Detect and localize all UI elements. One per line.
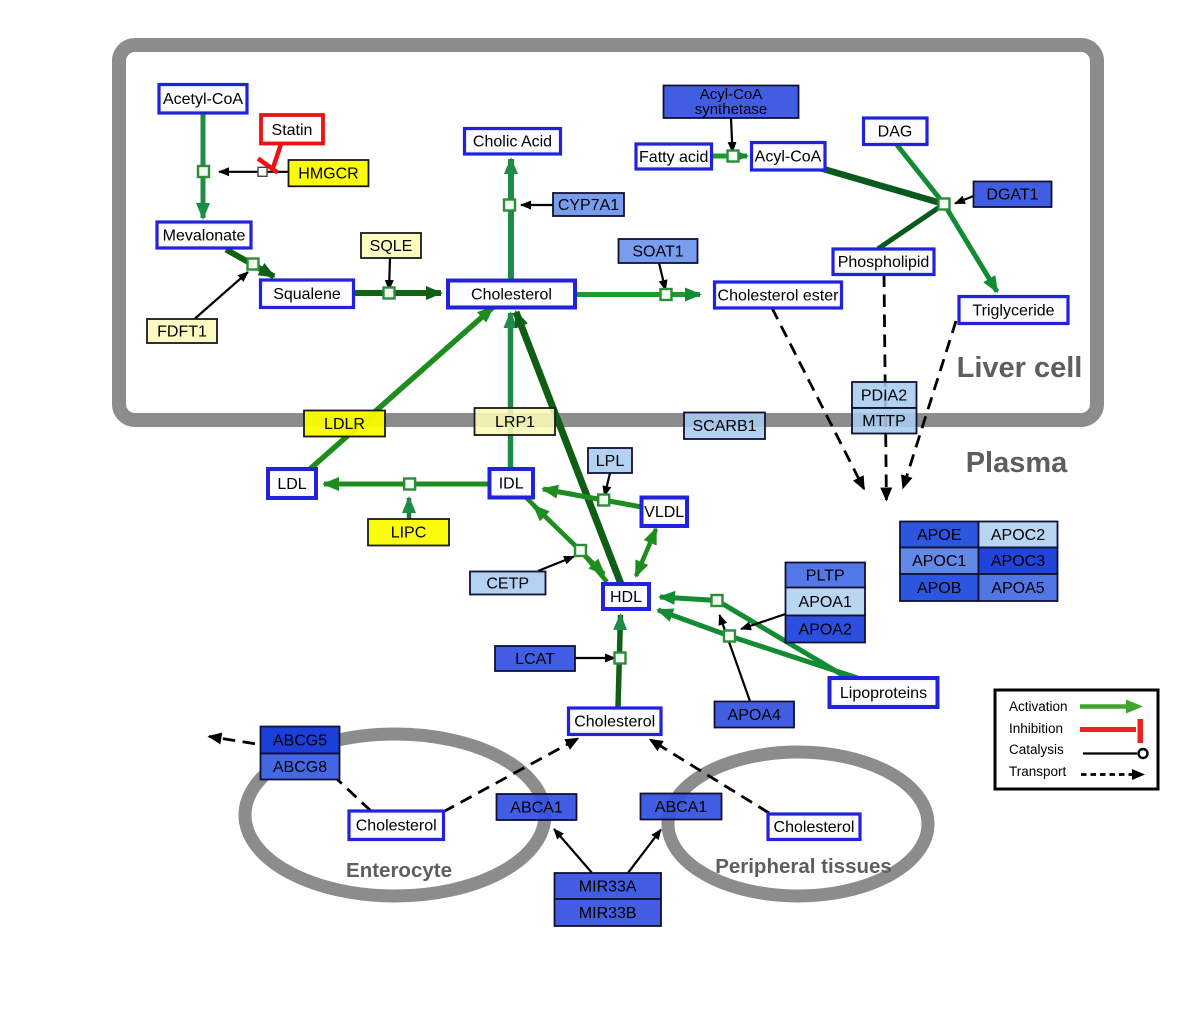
svg-text:APOC2: APOC2 bbox=[991, 527, 1045, 544]
svg-text:MTTP: MTTP bbox=[862, 413, 906, 430]
svg-text:APOE: APOE bbox=[917, 527, 961, 544]
svg-text:LPL: LPL bbox=[596, 453, 625, 470]
svg-text:ABCA1: ABCA1 bbox=[510, 800, 563, 817]
svg-text:Cholesterol: Cholesterol bbox=[356, 818, 437, 835]
svg-text:PLTP: PLTP bbox=[806, 568, 845, 585]
svg-text:Phospholipid: Phospholipid bbox=[838, 254, 930, 271]
svg-text:LDL: LDL bbox=[277, 476, 306, 493]
svg-text:APOA4: APOA4 bbox=[728, 707, 781, 724]
svg-text:APOA2: APOA2 bbox=[799, 622, 852, 639]
svg-text:MIR33A: MIR33A bbox=[579, 879, 637, 896]
svg-text:Plasma: Plasma bbox=[966, 447, 1068, 479]
svg-text:LCAT: LCAT bbox=[515, 651, 555, 668]
svg-text:DGAT1: DGAT1 bbox=[986, 187, 1038, 204]
svg-text:Cholesterol: Cholesterol bbox=[574, 714, 655, 731]
svg-text:Inhibition: Inhibition bbox=[1009, 721, 1063, 736]
svg-text:Fatty acid: Fatty acid bbox=[639, 149, 708, 166]
svg-text:HMGCR: HMGCR bbox=[298, 166, 358, 183]
svg-text:Enterocyte: Enterocyte bbox=[346, 859, 452, 882]
svg-text:Cholesterol: Cholesterol bbox=[774, 819, 855, 836]
svg-text:Statin: Statin bbox=[272, 122, 313, 139]
svg-text:APOA1: APOA1 bbox=[799, 594, 852, 611]
svg-text:LIPC: LIPC bbox=[391, 525, 427, 542]
svg-text:APOC3: APOC3 bbox=[991, 553, 1045, 570]
svg-text:PDIA2: PDIA2 bbox=[861, 388, 907, 405]
svg-text:LRP1: LRP1 bbox=[495, 414, 535, 431]
svg-text:SCARB1: SCARB1 bbox=[692, 418, 756, 435]
svg-text:Mevalonate: Mevalonate bbox=[163, 228, 246, 245]
svg-text:Acyl-CoA: Acyl-CoA bbox=[700, 86, 763, 103]
svg-text:HDL: HDL bbox=[610, 589, 642, 606]
svg-text:APOA5: APOA5 bbox=[991, 580, 1044, 597]
svg-text:Cholesterol: Cholesterol bbox=[471, 287, 552, 304]
svg-text:Transport: Transport bbox=[1009, 764, 1067, 779]
svg-text:CYP7A1: CYP7A1 bbox=[558, 197, 619, 214]
svg-text:MIR33B: MIR33B bbox=[579, 905, 637, 922]
svg-text:SQLE: SQLE bbox=[370, 238, 413, 255]
svg-text:Peripheral tissues: Peripheral tissues bbox=[715, 855, 892, 878]
svg-text:ABCG5: ABCG5 bbox=[273, 733, 327, 750]
svg-text:APOB: APOB bbox=[917, 580, 961, 597]
svg-text:Activation: Activation bbox=[1009, 699, 1068, 714]
svg-text:Cholic Acid: Cholic Acid bbox=[473, 134, 552, 151]
svg-text:ABCA1: ABCA1 bbox=[655, 799, 708, 816]
svg-text:ABCG8: ABCG8 bbox=[273, 759, 327, 776]
svg-text:Acetyl-CoA: Acetyl-CoA bbox=[163, 91, 243, 108]
svg-text:Squalene: Squalene bbox=[273, 286, 341, 303]
svg-text:FDFT1: FDFT1 bbox=[157, 324, 207, 341]
svg-text:Acyl-CoA: Acyl-CoA bbox=[755, 149, 822, 166]
svg-text:SOAT1: SOAT1 bbox=[632, 244, 683, 261]
svg-text:CETP: CETP bbox=[486, 576, 529, 593]
svg-text:Catalysis: Catalysis bbox=[1009, 742, 1064, 757]
svg-text:Cholesterol ester: Cholesterol ester bbox=[718, 288, 840, 305]
svg-text:VLDL: VLDL bbox=[644, 504, 684, 521]
svg-text:Liver cell: Liver cell bbox=[957, 352, 1083, 384]
svg-text:synthetase: synthetase bbox=[695, 101, 768, 118]
svg-text:DAG: DAG bbox=[878, 124, 913, 141]
svg-text:Lipoproteins: Lipoproteins bbox=[840, 685, 927, 702]
svg-text:Triglyceride: Triglyceride bbox=[972, 303, 1054, 320]
svg-text:APOC1: APOC1 bbox=[912, 553, 966, 570]
svg-text:IDL: IDL bbox=[499, 476, 524, 493]
svg-text:LDLR: LDLR bbox=[324, 416, 365, 433]
